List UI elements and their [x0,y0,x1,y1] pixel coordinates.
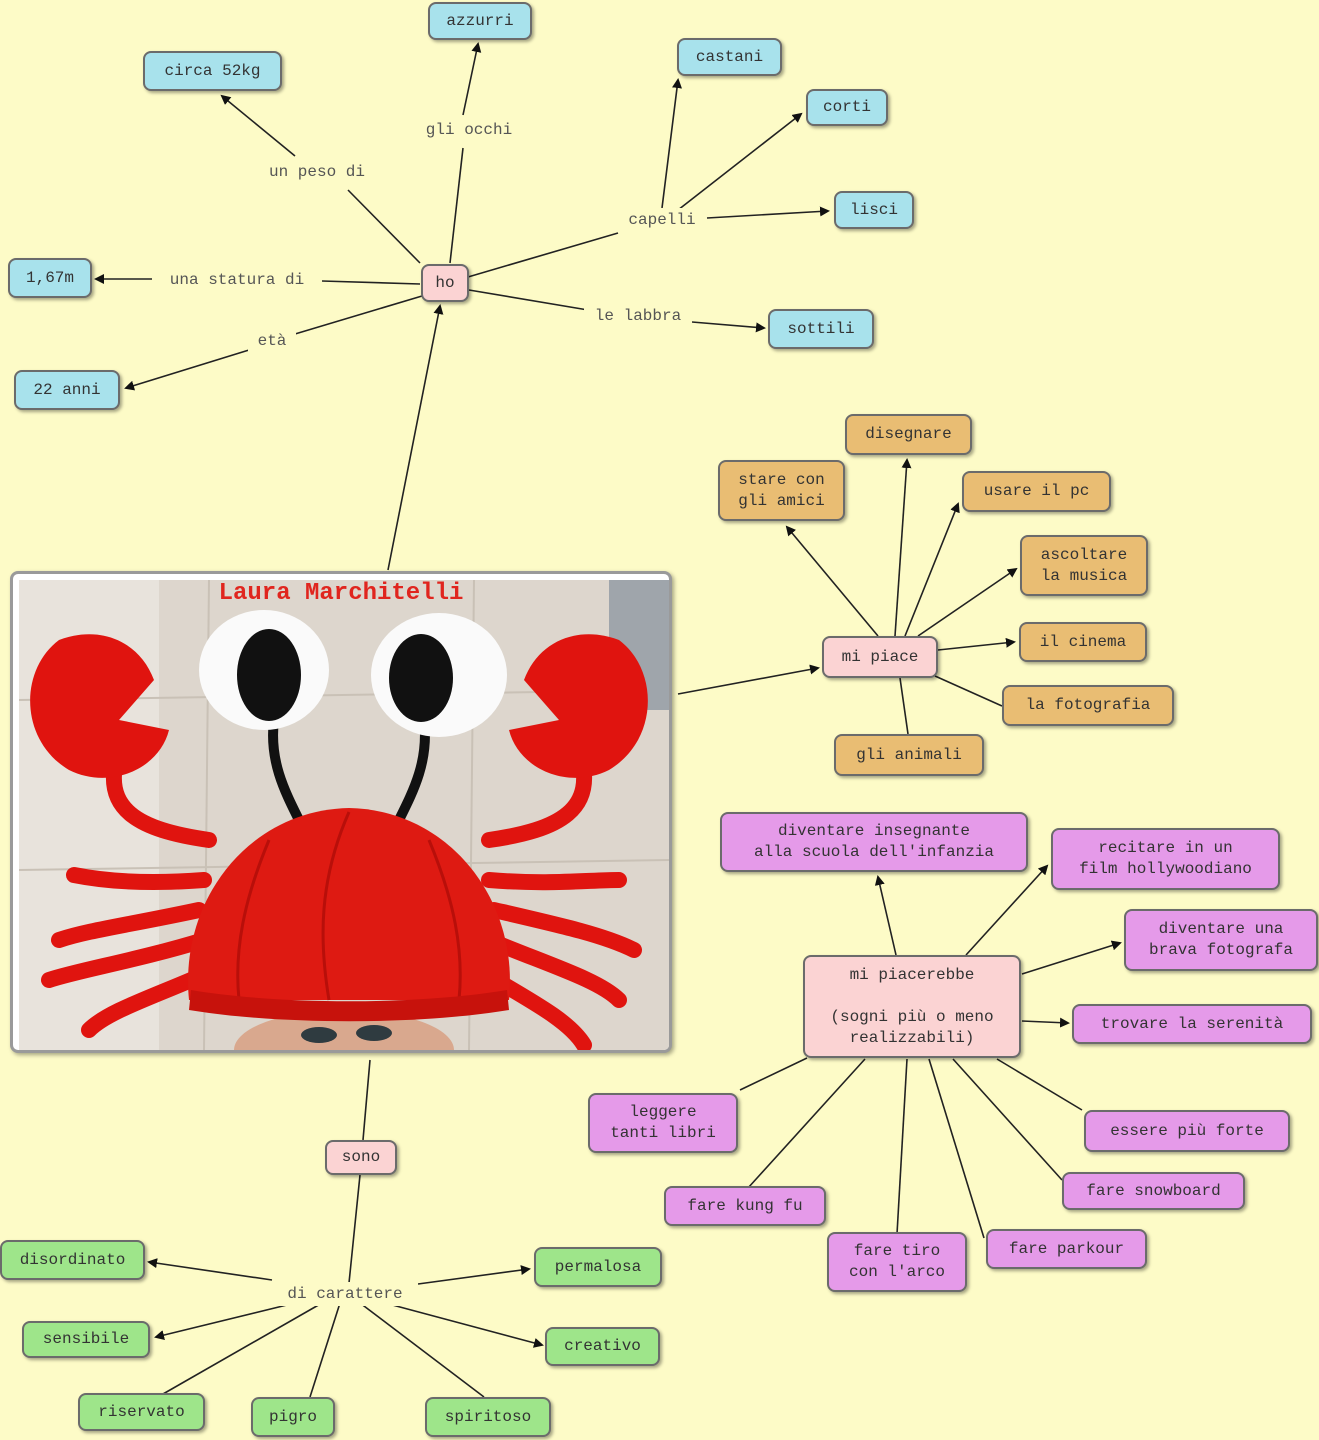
node-il-cinema[interactable]: il cinema [1019,622,1147,662]
edge-occhi-azzurri [462,42,482,116]
node-la-fotografia[interactable]: la fotografia [1002,685,1174,726]
edge-eta-anni [124,349,250,391]
edge-mipiace-musica [917,567,1018,637]
node-22-anni[interactable]: 22 anni [14,370,120,410]
edge-photo-mipiace [677,664,820,695]
edge-carattere-disordinato [147,1258,273,1281]
edge-piacerebbe-kungfu [747,1058,866,1189]
edge-carattere-riservato [162,1302,323,1395]
edge-carattere-permalosa [417,1265,531,1285]
node-permalosa[interactable]: permalosa [534,1247,662,1287]
node-stare-con-gli-amici[interactable]: stare con gli amici [718,460,845,521]
edge-capelli-lisci [706,206,830,219]
link-label-un-peso-di: un peso di [255,160,379,184]
node-castani[interactable]: castani [677,38,782,76]
edge-carattere-spiritoso [359,1302,485,1398]
node-mi-piace[interactable]: mi piace [822,636,938,678]
edge-mipiace-fotografia [934,675,1003,707]
link-label-di-carattere: di carattere [272,1282,418,1306]
crab-hat-photo [19,580,669,1050]
node-lisci[interactable]: lisci [834,191,914,229]
node-fare-snowboard[interactable]: fare snowboard [1062,1172,1245,1210]
edge-ho-labbra [468,289,589,311]
edge-carattere-creativo [384,1302,544,1348]
edge-photo-sono [362,1059,371,1141]
edge-photo-ho [387,304,444,571]
link-label-capelli: capelli [618,208,706,232]
edge-sono-carattere [348,1174,361,1284]
photo-title: Laura Marchitelli [218,580,464,607]
node-mi-piacerebbe[interactable]: mi piacerebbe (sogni più o meno realizza… [803,955,1021,1058]
node-gli-animali[interactable]: gli animali [834,734,984,776]
edge-capelli-corti [677,112,803,211]
node-trovare-la-serenita[interactable]: trovare la serenità [1072,1004,1312,1044]
profile-photo: Laura Marchitelli [10,571,672,1053]
edge-ho-eta [294,295,423,335]
edge-mipiace-disegnare [894,458,912,637]
edge-piacerebbe-tiro [896,1058,908,1235]
node-azzurri[interactable]: azzurri [428,2,532,40]
node-pigro[interactable]: pigro [251,1397,335,1437]
edge-piacerebbe-snowboard [952,1058,1063,1181]
edge-mipiace-animali [899,677,909,735]
node-circa-52kg[interactable]: circa 52kg [143,51,282,91]
edge-ho-capelli [467,232,619,278]
node-leggere-libri[interactable]: leggere tanti libri [588,1093,738,1153]
edge-piacerebbe-serenita [1021,1017,1070,1028]
node-fare-parkour[interactable]: fare parkour [986,1229,1147,1269]
node-spiritoso[interactable]: spiritoso [425,1397,551,1437]
edge-labbra-sottili [691,321,766,333]
node-ho[interactable]: ho [421,264,469,302]
edge-piacerebbe-parkour [928,1058,985,1239]
node-essere-piu-forte[interactable]: essere più forte [1084,1110,1290,1152]
edge-capelli-castani [661,78,682,209]
link-label-gli-occhi: gli occhi [414,118,524,142]
node-disordinato[interactable]: disordinato [0,1240,145,1280]
node-sottili[interactable]: sottili [768,309,874,349]
edge-piacerebbe-recitare [965,864,1049,956]
node-ascoltare-la-musica[interactable]: ascoltare la musica [1020,535,1148,596]
node-sono[interactable]: sono [325,1140,397,1175]
node-fare-tiro-con-larco[interactable]: fare tiro con l'arco [827,1232,967,1292]
node-corti[interactable]: corti [806,89,888,126]
node-diventare-insegnante[interactable]: diventare insegnante alla scuola dell'in… [720,812,1028,872]
link-label-eta: età [248,329,296,353]
node-disegnare[interactable]: disegnare [845,414,972,455]
edge-piacerebbe-forte [996,1058,1083,1111]
edge-piacerebbe-insegnante [874,875,897,956]
edge-piacerebbe-fotografa [1021,940,1122,975]
node-usare-il-pc[interactable]: usare il pc [962,471,1111,512]
edge-carattere-pigro [309,1302,341,1398]
node-creativo[interactable]: creativo [545,1327,660,1366]
link-label-le-labbra: le labbra [584,304,692,328]
edge-mipiace-cinema [937,637,1016,651]
edge-mipiace-pc [904,502,960,637]
edge-peso-52kg [220,94,296,157]
node-riservato[interactable]: riservato [78,1393,205,1431]
node-fare-kung-fu[interactable]: fare kung fu [664,1186,826,1226]
edge-piacerebbe-libri [739,1057,808,1091]
edge-mipiace-stare [785,525,879,637]
edge-ho-occhi [449,147,464,264]
node-altezza[interactable]: 1,67m [8,258,92,298]
node-recitare-film[interactable]: recitare in un film hollywoodiano [1051,828,1280,890]
edge-carattere-sensibile [154,1302,296,1340]
node-sensibile[interactable]: sensibile [22,1321,150,1358]
link-label-una-statura-di: una statura di [152,268,322,292]
edge-ho-statura [321,280,421,285]
node-diventare-fotografa[interactable]: diventare una brava fotografa [1124,909,1318,971]
edge-ho-peso [347,189,421,264]
